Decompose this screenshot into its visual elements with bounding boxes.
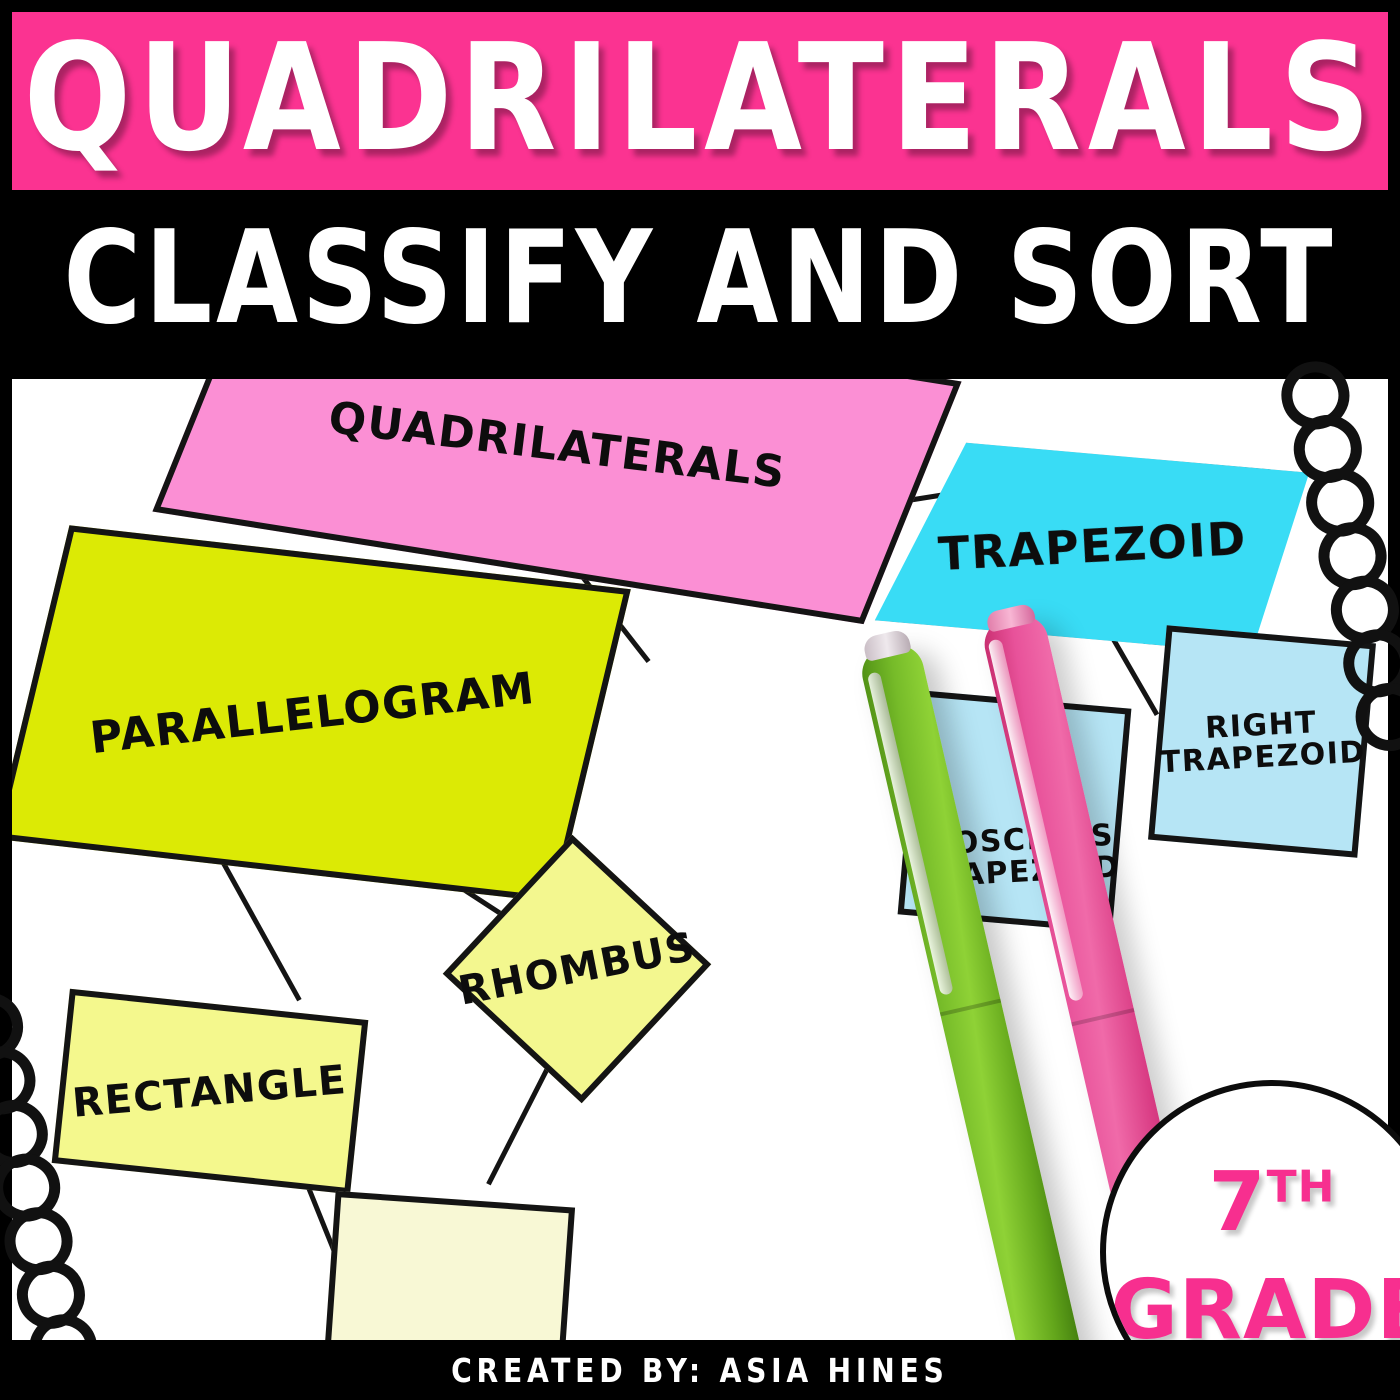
page-subtitle: CLASSIFY AND SORT	[63, 204, 1337, 353]
card-right-trapezoid[interactable]: RIGHT TRAPEZOID	[1148, 625, 1376, 858]
grade-number: 7TH	[1209, 1161, 1336, 1244]
card-label-rhombus: RHOMBUS	[454, 923, 700, 1015]
green-pen-cap-ring	[939, 998, 1002, 1017]
card-label-right-trapezoid-line2: TRAPEZOID	[1158, 734, 1367, 780]
card-label-rectangle: RECTANGLE	[70, 1056, 350, 1127]
card-square[interactable]: SQUARE	[318, 1190, 576, 1341]
grade-ordinal: TH	[1266, 1161, 1336, 1213]
title-banner: QUADRILATERALS	[12, 12, 1388, 190]
footer-credit: CREATED BY: ASIA HINES	[451, 1350, 949, 1390]
page-title: QUADRILATERALS	[23, 12, 1377, 184]
card-label-quadrilaterals: QUADRILATERALS	[325, 392, 789, 500]
card-trapezoid[interactable]: TRAPEZOID	[875, 436, 1310, 657]
green-pen-tip	[861, 628, 912, 662]
grade-word: GRADE	[1110, 1262, 1400, 1358]
subtitle-banner: CLASSIFY AND SORT	[0, 190, 1400, 378]
grade-number-value: 7	[1208, 1155, 1267, 1251]
grade-badge: 7TH GRADE	[1100, 1080, 1400, 1400]
connector-parallelogram-to-rectangle	[214, 850, 302, 1002]
footer-bar: CREATED BY: ASIA HINES	[0, 1340, 1400, 1400]
card-rectangle[interactable]: RECTANGLE	[51, 988, 369, 1195]
connector-rhombus-to-square	[486, 1058, 555, 1186]
card-label-right-trapezoid: RIGHT TRAPEZOID	[1157, 705, 1367, 780]
card-parallelogram[interactable]: PARALLELOGRAM	[12, 525, 631, 903]
card-label-parallelogram: PARALLELOGRAM	[87, 662, 538, 765]
pink-pen-cap-ring	[1071, 1007, 1135, 1027]
card-label-trapezoid: TRAPEZOID	[936, 511, 1248, 582]
